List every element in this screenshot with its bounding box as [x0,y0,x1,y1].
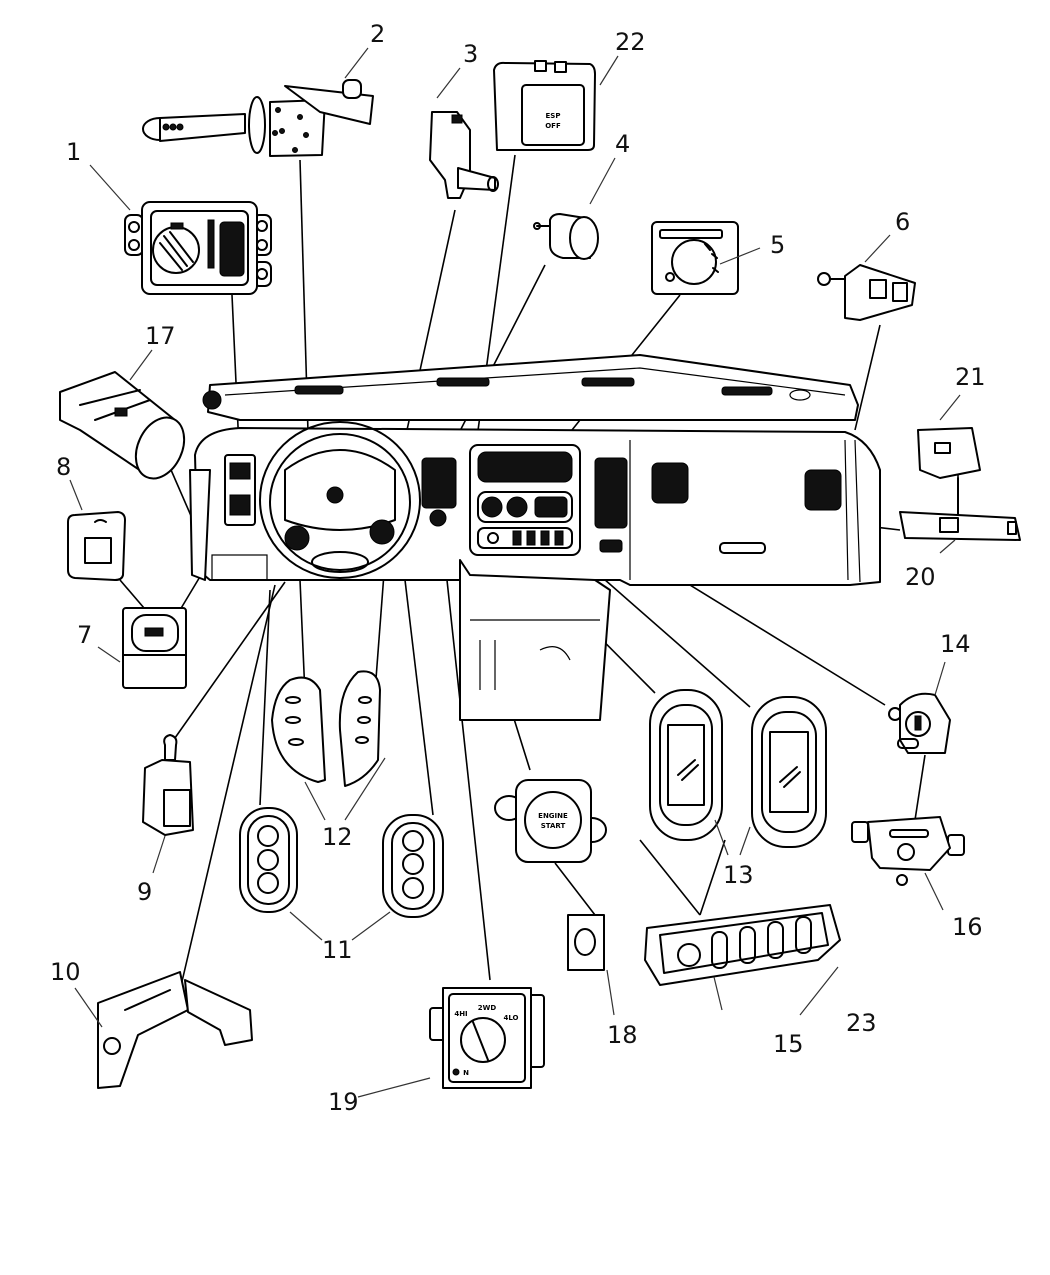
esp-label-line2: OFF [545,122,561,130]
callout-6: 6 [864,208,910,263]
part-4-switch-knob[interactable] [533,213,599,260]
callout-number: 17 [145,322,176,350]
callout-23: 23 [799,966,877,1037]
part-2-multifunction-switch[interactable] [142,79,374,157]
callout-13: 13 [714,819,754,889]
callout-number: 8 [56,453,71,481]
callout-17: 17 [129,322,176,381]
callout-22: 22 [599,28,646,86]
callout-12: 12 [304,757,386,851]
part-16-transfer-case-switch[interactable] [851,816,965,886]
callout-number: 20 [905,563,936,591]
part-12-radio-control-switches[interactable] [271,670,381,787]
part-17-fog-lamp-module[interactable] [59,371,193,486]
callout-number: 21 [955,363,986,391]
callout-number: 1 [66,138,81,166]
callout-7: 7 [77,621,121,663]
callout-number: 16 [952,913,983,941]
part-18-remote-start-switch[interactable]: ENGINE START [494,779,607,971]
callout-14: 14 [934,630,971,696]
callout-4: 4 [589,130,630,205]
callout-number: 18 [607,1021,638,1049]
callout-number: 9 [137,878,152,906]
part-21-passenger-airbag-indicator[interactable] [917,427,981,516]
esp-label-line1: ESP [546,112,561,120]
callout-number: 2 [370,20,385,48]
callout-number: 10 [50,958,81,986]
callout-number: 6 [895,208,910,236]
callout-3: 3 [436,40,478,99]
part-5-dimmer-control[interactable] [651,221,739,295]
part-1-headlamp-switch[interactable] [124,201,272,295]
callout-number: 4 [615,130,630,158]
callout-number: 5 [770,231,785,259]
part-14-power-outlet-switch[interactable] [888,692,951,754]
part-13-heated-seat-switches[interactable] [649,689,827,848]
part-19-rotary-mode-selector[interactable]: 2WD 4HI 4LO N [429,987,545,1089]
selector-label-bottom: N [463,1069,469,1077]
callout-1: 1 [66,138,131,211]
part-11-speed-control-switches[interactable] [239,807,444,918]
part-15-accessory-switch-bank[interactable] [644,904,841,986]
callout-number: 14 [940,630,971,658]
callout-5: 5 [719,231,785,265]
instrument-panel-assembly [189,354,881,721]
selector-label-right: 4LO [503,1014,518,1022]
part-10-adjustable-pedal-switch[interactable] [97,971,253,1089]
callout-number: 15 [773,1030,804,1058]
callout-11: 11 [289,911,391,964]
callout-10: 10 [50,958,103,1028]
engine-label-line2: START [541,822,566,830]
part-9-clutch-switch[interactable] [142,734,194,836]
callout-9: 9 [137,835,166,906]
callout-8: 8 [56,453,83,511]
callout-number: 12 [322,823,353,851]
part-3-ignition-switch[interactable] [429,111,499,199]
callout-number: 3 [463,40,478,68]
callout-21: 21 [939,363,986,421]
callout-number: 7 [77,621,92,649]
callout-19: 19 [328,1077,431,1116]
part-20-airbag-disable-switch[interactable] [899,511,1021,541]
part-6-brake-lamp-switch[interactable] [817,264,916,321]
part-8-switch-bezel[interactable] [67,511,126,581]
engine-label-line1: ENGINE [538,812,568,820]
callout-number: 19 [328,1088,359,1116]
selector-label-left: 4HI [454,1010,467,1018]
callout-labels: 1 2 3 22 4 5 6 17 21 8 20 7 14 9 12 13 1… [50,20,986,1116]
callout-number: 22 [615,28,646,56]
part-22-esp-off-module[interactable]: ESP OFF [493,60,596,151]
part-7-power-window-switch[interactable] [122,607,187,689]
callout-number: 23 [846,1009,877,1037]
steering-wheel [259,421,421,579]
callout-2: 2 [344,20,385,79]
callout-20: 20 [905,539,956,591]
callout-16: 16 [924,872,983,941]
callout-number: 13 [723,861,754,889]
callout-15: 15 [713,976,804,1058]
callout-18: 18 [606,969,638,1049]
callout-number: 11 [322,936,353,964]
selector-label-top: 2WD [478,1004,497,1012]
